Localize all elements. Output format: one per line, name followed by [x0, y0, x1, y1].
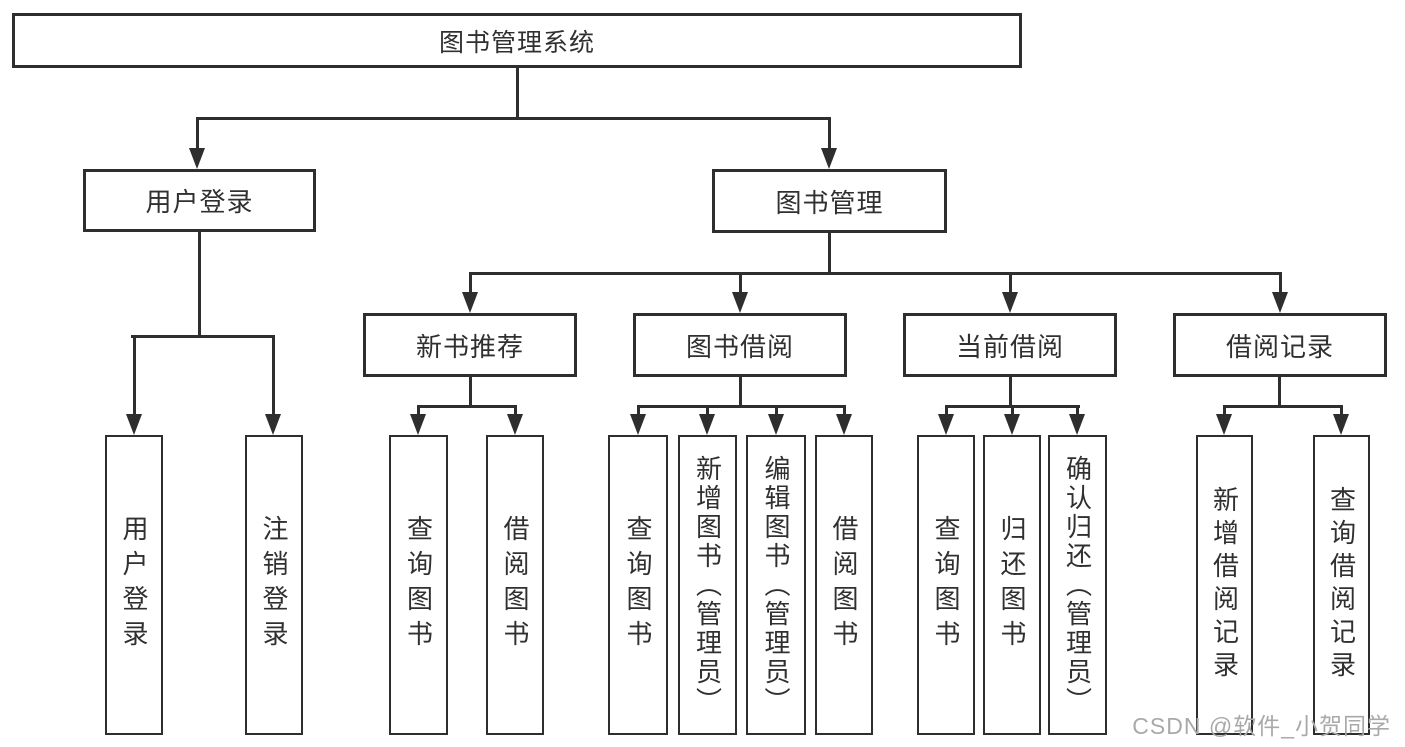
- node-label-nb-borrow-book: 借阅图书: [500, 515, 530, 655]
- connector-line: [738, 377, 742, 408]
- node-user-login: 用户登录: [83, 169, 316, 232]
- node-label-nb-query-book: 查询图书: [403, 515, 434, 655]
- connector-line: [513, 404, 517, 419]
- node-borrow-records: 借阅记录: [1173, 313, 1387, 377]
- connector-line: [636, 404, 846, 408]
- node-label-book-management: 图书管理: [775, 187, 884, 218]
- connector-line: [131, 334, 275, 338]
- connector-line: [706, 404, 709, 419]
- connector-line: [468, 377, 472, 408]
- connector-line: [1278, 271, 1282, 298]
- connector-line: [1340, 404, 1343, 419]
- node-cb-query-book: 查询图书: [917, 435, 975, 735]
- node-label-book-borrow: 图书借阅: [685, 331, 794, 362]
- node-nb-query-book: 查询图书: [389, 435, 448, 735]
- connector-line: [1008, 271, 1012, 298]
- connector-line: [196, 116, 831, 120]
- connector-line: [1008, 377, 1012, 408]
- node-new-book-recommend: 新书推荐: [363, 313, 577, 377]
- node-label-login: 用户登录: [119, 515, 149, 655]
- connector-line: [468, 271, 1282, 275]
- connector-line: [197, 232, 201, 336]
- node-bb-query-book: 查询图书: [608, 435, 668, 735]
- connector-line: [1223, 404, 1226, 419]
- node-cb-return-book: 归还图书: [983, 435, 1041, 735]
- node-label-root: 图书管理系统: [438, 28, 595, 57]
- node-label-cb-confirm-return: 确认归还（管理员）: [1062, 454, 1093, 716]
- connector-line: [272, 334, 275, 419]
- arrowhead-down-icon: [731, 292, 748, 313]
- node-label-bb-add-book: 新增图书（管理员）: [692, 454, 723, 716]
- connector-line: [1010, 404, 1014, 419]
- arrowhead-down-icon: [821, 148, 837, 169]
- connector-line: [196, 116, 199, 151]
- node-label-cb-return-book: 归还图书: [997, 515, 1027, 655]
- arrowhead-down-icon: [699, 414, 715, 435]
- node-label-cb-query-book: 查询图书: [931, 515, 961, 655]
- arrowhead-down-icon: [937, 414, 954, 435]
- node-br-query-record: 查询借阅记录: [1313, 435, 1370, 735]
- node-root: 图书管理系统: [12, 13, 1022, 68]
- connector-line: [738, 271, 742, 298]
- connector-line: [1277, 377, 1281, 408]
- connector-line: [417, 404, 420, 419]
- arrowhead-down-icon: [835, 414, 852, 435]
- node-label-logout: 注销登录: [259, 515, 289, 655]
- connector-line: [636, 404, 640, 419]
- connector-line: [132, 334, 136, 419]
- connector-line: [827, 233, 831, 274]
- connector-line: [468, 271, 472, 298]
- node-label-br-query-record: 查询借阅记录: [1326, 486, 1357, 684]
- node-book-borrow: 图书借阅: [633, 313, 847, 377]
- node-label-borrow-records: 借阅记录: [1225, 331, 1334, 362]
- connector-line: [774, 404, 778, 419]
- arrowhead-down-icon: [461, 292, 478, 313]
- arrowhead-down-icon: [1271, 292, 1288, 313]
- arrowhead-down-icon: [1069, 414, 1085, 435]
- arrowhead-down-icon: [1216, 414, 1232, 435]
- node-label-current-borrow: 当前借阅: [955, 331, 1064, 362]
- connector-line: [1223, 404, 1343, 408]
- csdn-watermark: CSDN @软件_小贺同学: [1132, 713, 1391, 739]
- arrowhead-down-icon: [1001, 292, 1018, 313]
- node-label-user-login: 用户登录: [145, 187, 254, 217]
- node-nb-borrow-book: 借阅图书: [486, 435, 544, 735]
- arrowhead-down-icon: [265, 414, 281, 435]
- node-bb-borrow-book: 借阅图书: [815, 435, 873, 735]
- arrowhead-down-icon: [1003, 414, 1020, 435]
- arrowhead-down-icon: [506, 414, 523, 435]
- arrowhead-down-icon: [629, 414, 646, 435]
- node-label-br-add-record: 新增借阅记录: [1209, 486, 1240, 684]
- node-logout: 注销登录: [245, 435, 303, 735]
- node-current-borrow: 当前借阅: [903, 313, 1117, 377]
- connector-line: [417, 404, 517, 408]
- connector-line: [1076, 404, 1079, 419]
- node-label-bb-edit-book: 编辑图书（管理员）: [761, 454, 791, 716]
- node-cb-confirm-return: 确认归还（管理员）: [1048, 435, 1107, 735]
- node-bb-edit-book: 编辑图书（管理员）: [746, 435, 806, 735]
- node-login: 用户登录: [105, 435, 163, 735]
- node-book-management: 图书管理: [712, 169, 947, 233]
- connector-line: [515, 68, 519, 118]
- node-label-bb-query-book: 查询图书: [623, 515, 653, 655]
- node-bb-add-book: 新增图书（管理员）: [678, 435, 737, 735]
- arrowhead-down-icon: [189, 148, 205, 169]
- arrowhead-down-icon: [1333, 414, 1349, 435]
- arrowhead-down-icon: [125, 414, 142, 435]
- node-label-bb-borrow-book: 借阅图书: [829, 515, 859, 655]
- node-br-add-record: 新增借阅记录: [1196, 435, 1253, 735]
- connector-line: [828, 116, 831, 151]
- arrowhead-down-icon: [410, 414, 426, 435]
- node-label-new-book-recommend: 新书推荐: [415, 331, 524, 362]
- arrowhead-down-icon: [767, 414, 784, 435]
- connector-line: [944, 404, 948, 419]
- connector-line: [842, 404, 846, 419]
